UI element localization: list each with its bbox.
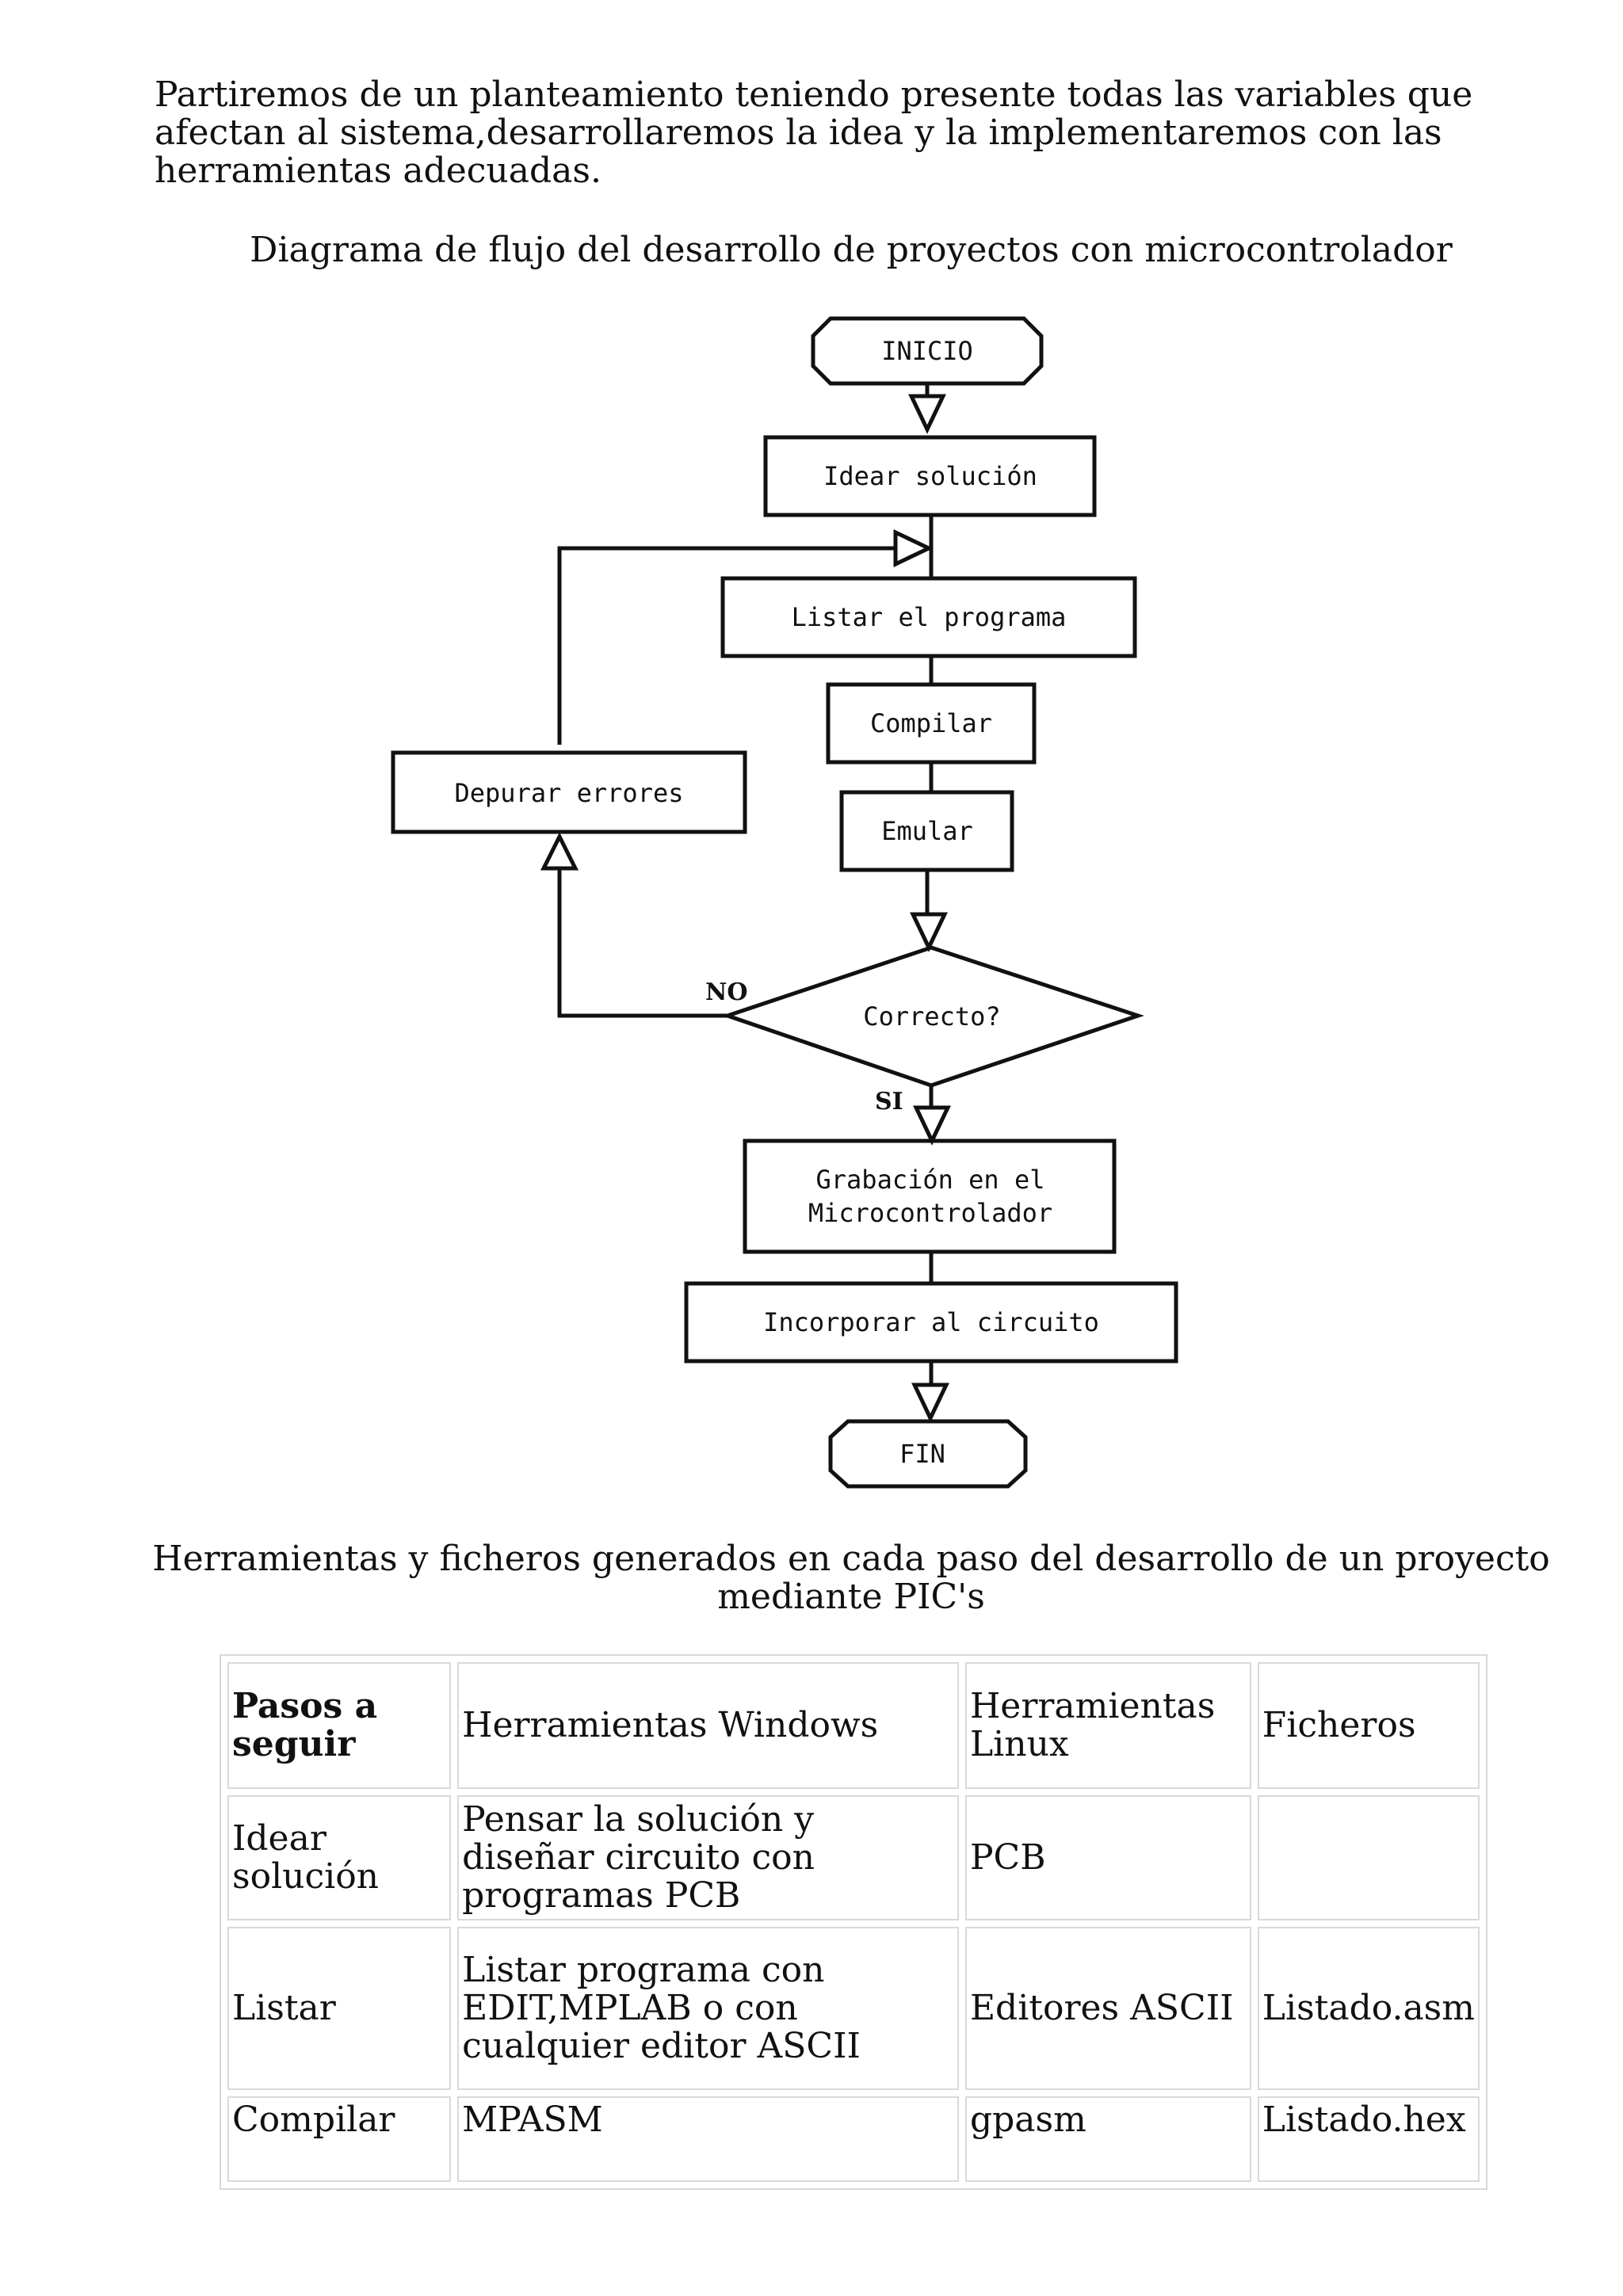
table-row: Idear solución Pensar la solución y dise…	[227, 1795, 1480, 1920]
incorporar-label: Incorporar al circuito	[763, 1307, 1099, 1337]
flowchart-title: Diagrama de flujo del desarrollo de proy…	[250, 230, 1453, 270]
table-header-row: Pasos a seguir Herramientas Windows Herr…	[227, 1662, 1480, 1789]
listar-label: Listar el programa	[792, 602, 1067, 632]
idear-label: Idear solución	[823, 461, 1037, 491]
arrow-head	[910, 912, 948, 952]
table-cell: Pensar la solución y diseñar circuito co…	[457, 1795, 959, 1920]
table-cell: Compilar	[227, 2096, 452, 2182]
grabacion-box	[743, 1138, 1117, 1254]
arrow-head	[911, 1383, 949, 1423]
compilar-label: Compilar	[870, 708, 992, 738]
table-cell: Idear solución	[227, 1795, 452, 1920]
end-label: FIN	[899, 1439, 945, 1469]
arrow-head	[913, 1105, 951, 1146]
table-row: Compilar MPASM gpasm Listado.hex	[227, 2096, 1480, 2182]
no-label: NO	[705, 978, 748, 1006]
flowchart: INICIO Idear solución Listar el programa…	[391, 316, 1178, 1489]
loop-arrow-head	[893, 529, 934, 567]
table-cell: PCB	[964, 1795, 1251, 1920]
steps-table: Pasos a seguir Herramientas Windows Herr…	[220, 1654, 1487, 2190]
si-label: SI	[875, 1088, 903, 1116]
table-cell: Listar programa con EDIT,MPLAB o con cua…	[457, 1927, 959, 2090]
table-cell: MPASM	[457, 2096, 959, 2182]
table-cell: Editores ASCII	[964, 1927, 1251, 2090]
emular-label: Emular	[881, 816, 973, 846]
table-cell: Listado.asm	[1257, 1927, 1480, 2090]
table-title-line2: mediante PIC's	[717, 1577, 985, 1617]
arrow-head	[540, 832, 579, 871]
table-cell: Listar	[227, 1927, 452, 2090]
depurar-label: Depurar errores	[455, 778, 684, 808]
arrow-head	[908, 394, 946, 434]
intro-paragraph: Partiremos de un planteamiento teniendo …	[155, 74, 1473, 191]
header-cell: Herramientas Linux	[964, 1662, 1251, 1789]
listar-box	[720, 576, 1137, 658]
table-row: Listar Listar programa con EDIT,MPLAB o …	[227, 1927, 1480, 2090]
header-cell: Ficheros	[1257, 1662, 1480, 1789]
table-title-line1: Herramientas y ficheros generados en cad…	[152, 1539, 1550, 1579]
decision-label: Correcto?	[863, 1001, 1000, 1032]
end-terminator	[828, 1419, 1028, 1489]
depurar-box	[391, 750, 747, 834]
grabacion-label-1: Grabación en el	[816, 1165, 1045, 1195]
header-cell: Pasos a seguir	[227, 1662, 452, 1789]
table-cell	[1257, 1795, 1480, 1920]
grabacion-label-2: Microcontrolador	[808, 1198, 1052, 1228]
table-cell: gpasm	[964, 2096, 1251, 2182]
header-cell: Herramientas Windows	[457, 1662, 959, 1789]
start-terminator	[811, 316, 1044, 386]
start-label: INICIO	[881, 336, 973, 366]
table-cell: Listado.hex	[1257, 2096, 1480, 2182]
